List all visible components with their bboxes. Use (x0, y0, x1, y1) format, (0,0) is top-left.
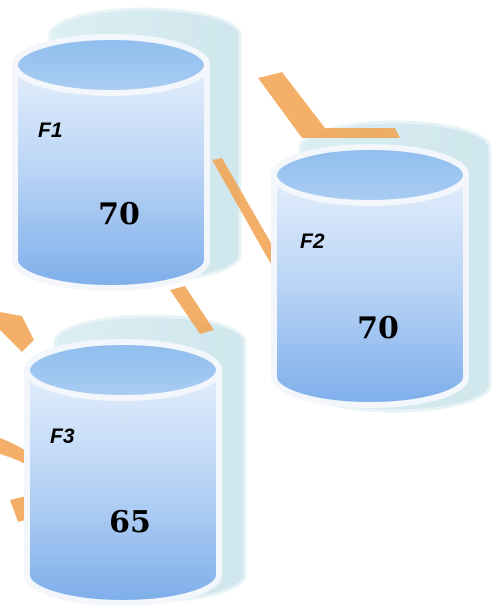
connector-f1-to-f3 (170, 286, 214, 334)
connector-f1-to-f2 (212, 158, 282, 266)
cylinder-f3-top (24, 339, 222, 401)
cylinder-f2-top (271, 144, 469, 206)
cylinder-f1-body (12, 62, 210, 291)
cylinder-f1-label: F1 (38, 119, 63, 142)
cylinder-f1[interactable]: F1 70 (12, 34, 210, 291)
connector-top-triangle (258, 72, 400, 138)
cylinder-f1-value: 70 (98, 197, 140, 232)
cylinder-f2-value: 70 (357, 311, 399, 346)
cylinder-f1-top (12, 34, 210, 96)
cylinder-f2[interactable]: F2 70 (271, 144, 469, 408)
cylinder-f3-value: 65 (109, 505, 151, 540)
cylinder-f2-body (271, 172, 469, 408)
connector-left-stroke (0, 312, 34, 352)
cylinder-f3-body (24, 367, 222, 606)
cylinder-f3-label: F3 (50, 425, 75, 448)
cylinder-f2-label: F2 (300, 230, 325, 253)
cylinder-f3[interactable]: F3 65 (24, 339, 222, 606)
